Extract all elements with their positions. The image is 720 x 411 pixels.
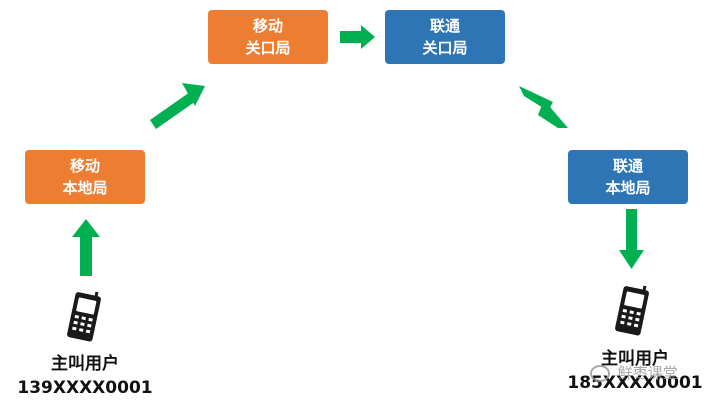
watermark-text: 鲜枣课堂 bbox=[617, 364, 678, 382]
node-mobile-local-line2: 本地局 bbox=[62, 179, 108, 197]
node-unicom-local-line2: 本地局 bbox=[605, 179, 651, 197]
node-unicom-local-line1: 联通 bbox=[612, 157, 643, 175]
caller-label: 主叫用户 139XXXX0001 bbox=[5, 352, 165, 400]
node-mobile-gateway-line2: 关口局 bbox=[245, 39, 291, 57]
callee-title: 主叫用户 bbox=[601, 349, 669, 369]
arrow-up-caller-to-mobile-local bbox=[72, 219, 100, 276]
watermark-icon bbox=[590, 365, 610, 382]
node-mobile-gateway-line1: 移动 bbox=[252, 17, 283, 35]
arrow-mobile-gateway-to-unicom-gateway bbox=[340, 25, 375, 49]
node-mobile-local-line1: 移动 bbox=[69, 157, 100, 175]
arrow-down-unicom-local-to-callee bbox=[619, 209, 644, 269]
node-unicom-gateway-line2: 关口局 bbox=[422, 39, 468, 57]
node-unicom-gateway-line1: 联通 bbox=[429, 17, 460, 35]
arrow-unicom-gateway-to-local bbox=[519, 86, 568, 128]
node-mobile-gateway: 移动 关口局 bbox=[208, 10, 328, 64]
node-mobile-local: 移动 本地局 bbox=[25, 150, 145, 204]
watermark: 鲜枣课堂 bbox=[590, 362, 678, 383]
caller-number: 139XXXX0001 bbox=[17, 378, 153, 398]
callee-phone-icon bbox=[615, 285, 649, 336]
caller-phone-icon bbox=[67, 291, 101, 342]
caller-title: 主叫用户 bbox=[51, 354, 119, 374]
node-unicom-gateway: 联通 关口局 bbox=[385, 10, 505, 64]
arrow-mobile-local-to-gateway bbox=[150, 83, 205, 129]
node-unicom-local: 联通 本地局 bbox=[568, 150, 688, 204]
